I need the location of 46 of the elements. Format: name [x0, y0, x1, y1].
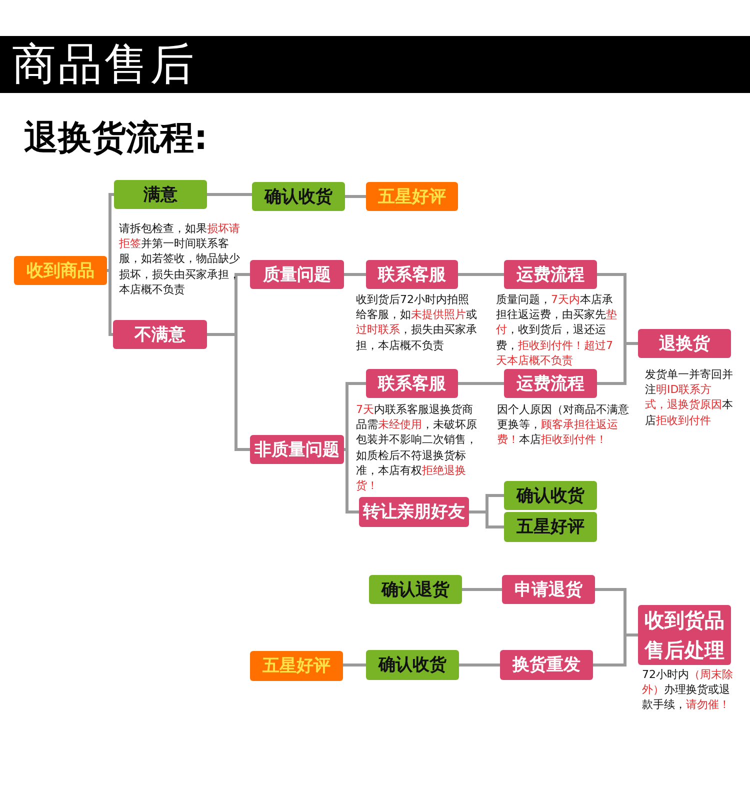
connector-line [459, 664, 500, 666]
connector-line [345, 195, 366, 198]
process-box: 换货重发 [500, 650, 593, 680]
title-bar: 商品售后 [0, 36, 750, 93]
process-box: 确认收货 [252, 182, 345, 211]
connector-line [107, 193, 114, 272]
connector-line [593, 634, 638, 666]
note-text: 请拆包检查，如果损坏请拒签并第一时间联系客服，如若签收，物品缺少损坏，损失由买家承担，本店概不负责 [119, 221, 241, 298]
process-box: 确认退货 [369, 575, 462, 604]
connector-line [458, 382, 504, 385]
process-box: 运费流程 [504, 369, 597, 398]
process-box: 运费流程 [504, 260, 597, 289]
note-text: 发货单一并寄回并注明ID联系方式，退换货原因本店拒收到付件 [645, 367, 733, 428]
process-box: 退换货 [638, 329, 731, 358]
note-text: 收到货后72小时内拍照给客服，如未提供照片或过时联系，损失由买家承担，本店概不负责 [356, 292, 478, 353]
connector-line [469, 510, 504, 528]
process-box: 确认收货 [504, 481, 597, 510]
connector-line [344, 273, 366, 276]
process-box: 收到货品售后处理 [638, 605, 731, 665]
connector-line [343, 664, 366, 666]
process-box: 不满意 [113, 320, 207, 349]
process-box: 联系客服 [366, 369, 458, 398]
connector-line [107, 269, 113, 336]
process-box: 转让亲朋好友 [359, 497, 469, 527]
connector-line [597, 342, 638, 385]
process-box: 五星好评 [250, 651, 343, 681]
connector-line [458, 273, 504, 276]
section-heading: 退换货流程: [24, 117, 208, 160]
connector-line [344, 448, 359, 514]
connector-line [462, 588, 502, 591]
process-box: 收到商品 [14, 256, 107, 285]
process-box: 申请退货 [502, 575, 595, 604]
note-text: 7天内联系客服退换货商品需未经使用，未破坏原包装并不影响二次销售，如质检后不符退换货标准，本店有权拒绝退换货！ [356, 402, 478, 494]
process-box: 五星好评 [504, 512, 597, 542]
connector-line [207, 333, 250, 451]
process-box: 确认收货 [366, 650, 459, 680]
note-text: 因个人原因（对商品不满意更换等，顾客承担往返运费！本店拒收到付件！ [497, 402, 630, 448]
note-text: 质量问题，7天内本店承担往返运费，由买家先垫付，收到货后，退还运费，拒收到付件！超过7天本店概不负责 [496, 292, 618, 368]
note-text: 72小时内（周末除外）办理换货或退款手续，请勿催！ [642, 667, 734, 713]
process-box: 质量问题 [250, 260, 344, 289]
connector-line [207, 193, 252, 196]
process-box: 五星好评 [366, 182, 458, 211]
process-box: 满意 [114, 180, 207, 209]
connector-line [344, 382, 366, 451]
process-box: 非质量问题 [250, 435, 344, 464]
process-box: 联系客服 [366, 260, 458, 289]
